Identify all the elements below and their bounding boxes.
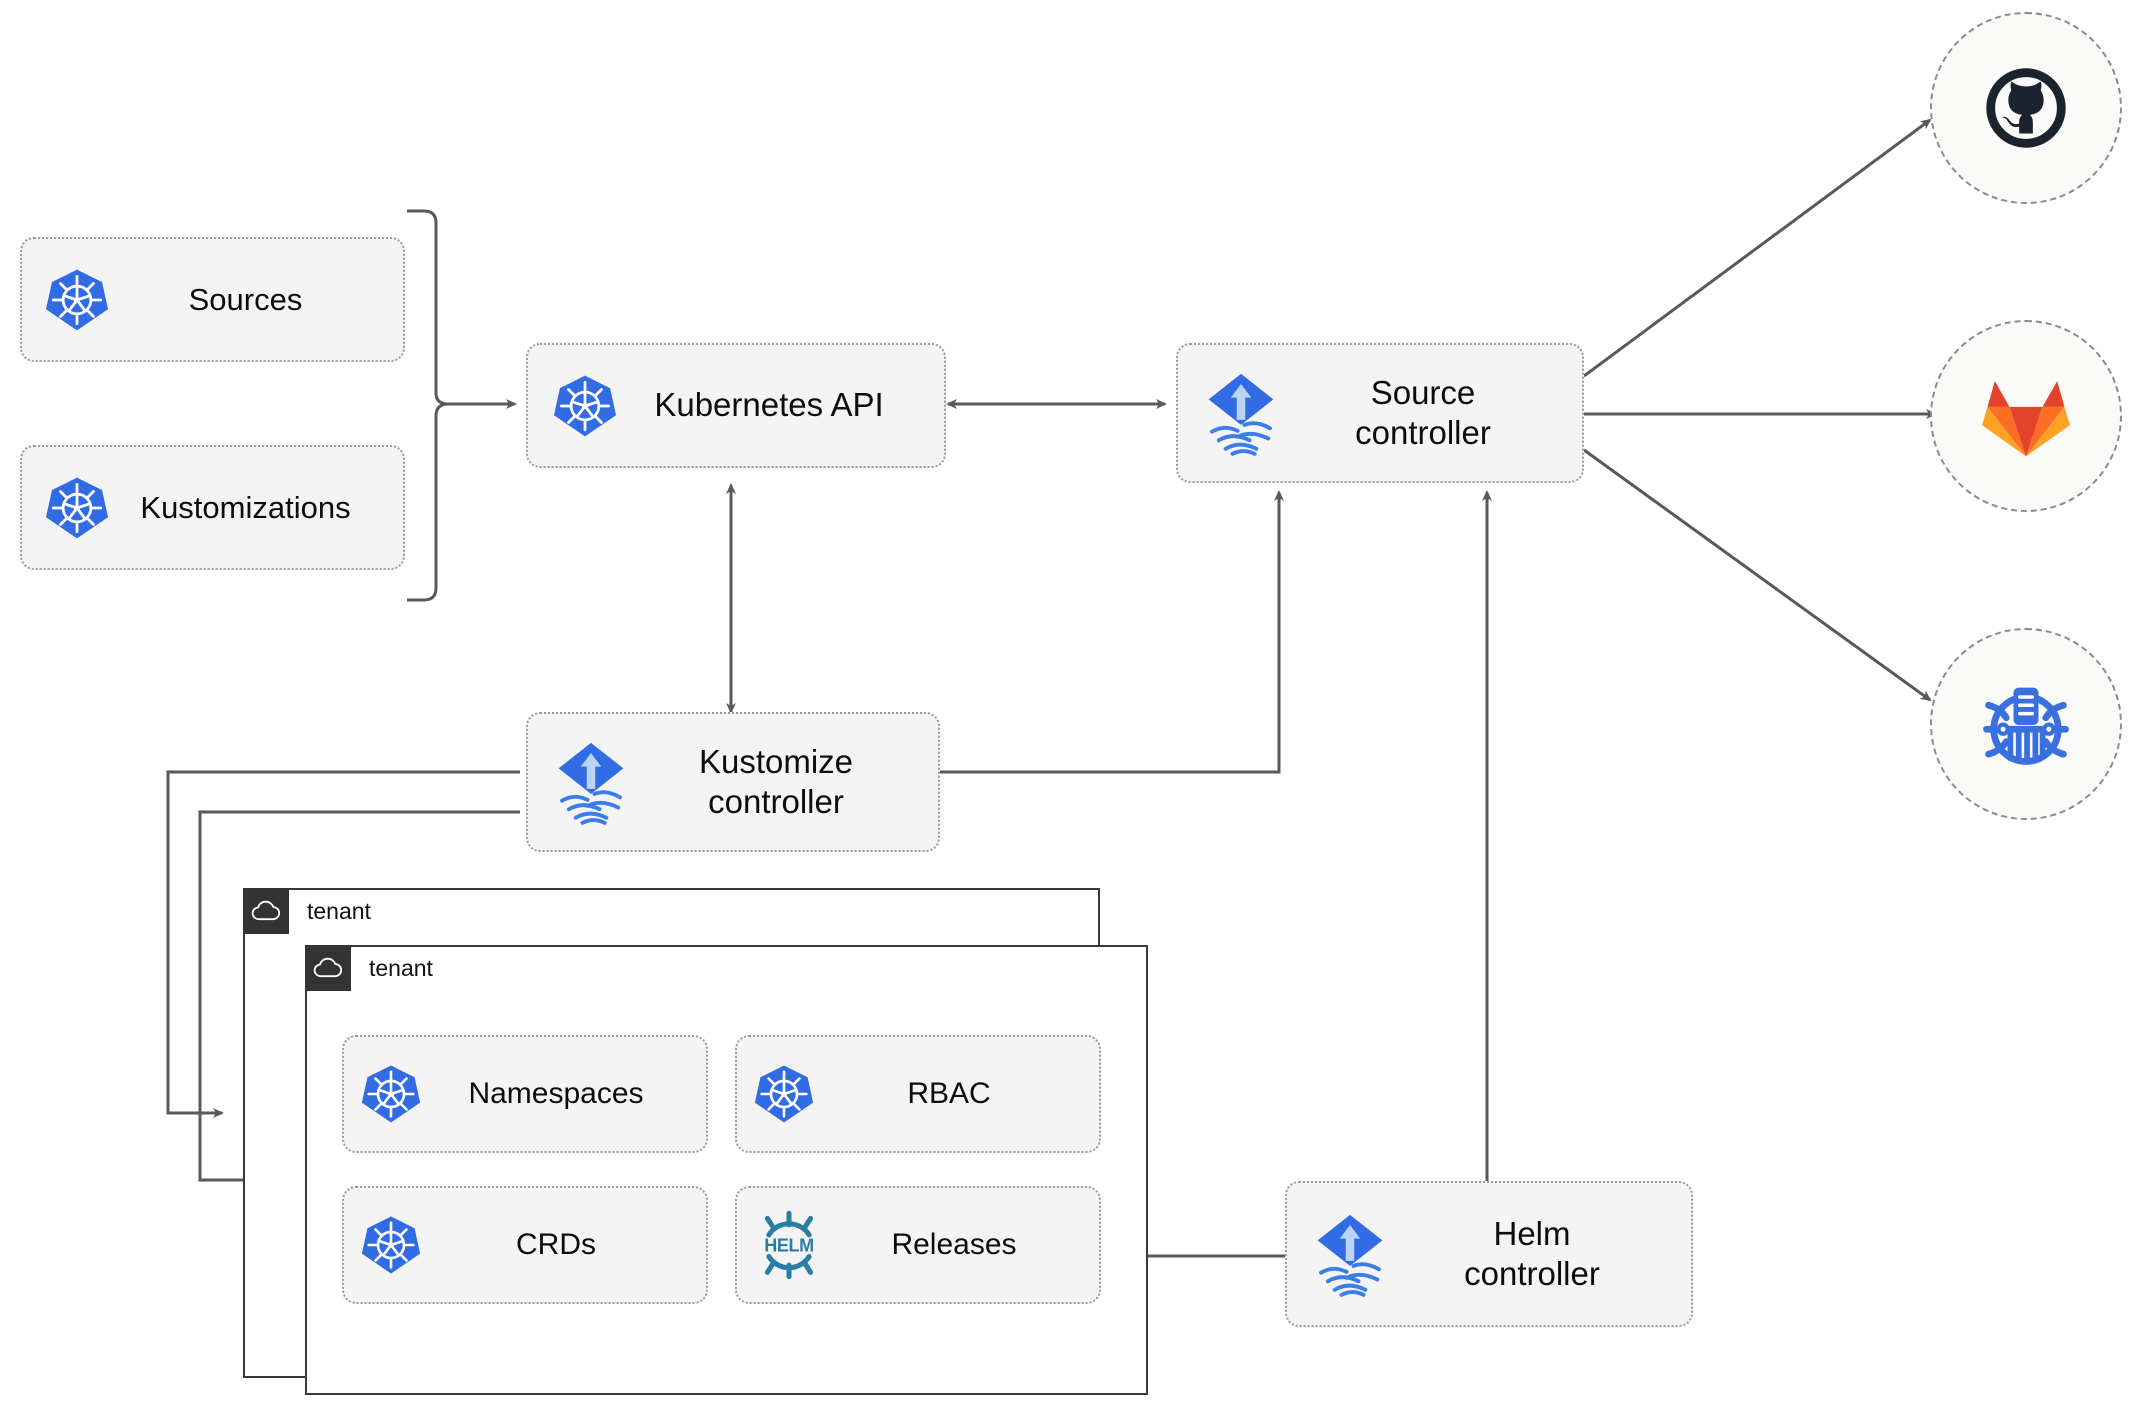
node-label: Namespaces xyxy=(468,1076,644,1110)
node-kubernetes-api[interactable]: Kubernetes API xyxy=(526,343,946,468)
node-label: Releases xyxy=(891,1227,1017,1261)
flux-icon xyxy=(1198,367,1284,459)
tenant-tab-outer: tenant xyxy=(243,888,371,934)
flux-icon xyxy=(548,736,634,828)
node-rbac[interactable]: RBAC xyxy=(735,1035,1101,1153)
tenant-container-inner: tenant xyxy=(305,945,1148,1395)
kubernetes-icon xyxy=(753,1063,815,1125)
kubernetes-icon xyxy=(44,475,110,541)
external-github[interactable] xyxy=(1930,12,2122,204)
node-label: Kubernetes API xyxy=(654,386,884,424)
node-kustomizations[interactable]: Kustomizations xyxy=(20,445,405,570)
node-namespaces[interactable]: Namespaces xyxy=(342,1035,708,1153)
node-releases[interactable]: HELM Releases xyxy=(735,1186,1101,1304)
edge-bracket-sources-kustomizations xyxy=(407,209,449,602)
cloud-icon xyxy=(305,945,351,991)
edge-source-controller-github xyxy=(1583,118,1932,378)
node-label: Kustomizations xyxy=(140,489,351,525)
flux-icon xyxy=(1307,1208,1393,1300)
github-icon xyxy=(1986,68,2066,148)
kubernetes-icon xyxy=(552,373,618,439)
node-helm-controller[interactable]: Helm controller xyxy=(1285,1181,1693,1327)
node-label: Source controller xyxy=(1355,373,1491,451)
node-label: Helm controller xyxy=(1464,1214,1600,1292)
helm-registry-icon xyxy=(1983,687,2069,765)
node-label: CRDs xyxy=(516,1227,596,1261)
node-label: RBAC xyxy=(907,1076,991,1110)
node-sources[interactable]: Sources xyxy=(20,237,405,362)
kubernetes-icon xyxy=(360,1063,422,1125)
kubernetes-icon xyxy=(360,1214,422,1276)
gitlab-icon xyxy=(1982,381,2070,457)
external-registry[interactable] xyxy=(1930,628,2122,820)
tenant-label-outer: tenant xyxy=(307,897,371,924)
tenant-tab-inner: tenant xyxy=(305,945,433,991)
tenant-label-inner: tenant xyxy=(369,954,433,981)
kubernetes-icon xyxy=(44,267,110,333)
node-label: Kustomize controller xyxy=(698,742,854,820)
svg-text:HELM: HELM xyxy=(764,1235,814,1255)
edge-source-controller-registry xyxy=(1583,448,1932,702)
cloud-icon xyxy=(243,888,289,934)
node-crds[interactable]: CRDs xyxy=(342,1186,708,1304)
edge-kustomize-controller-source-controller xyxy=(940,490,1284,774)
node-label: Sources xyxy=(188,281,303,317)
node-source-controller[interactable]: Source controller xyxy=(1176,343,1584,483)
external-gitlab[interactable] xyxy=(1930,320,2122,512)
node-kustomize-controller[interactable]: Kustomize controller xyxy=(526,712,940,852)
helm-icon: HELM xyxy=(753,1209,825,1281)
